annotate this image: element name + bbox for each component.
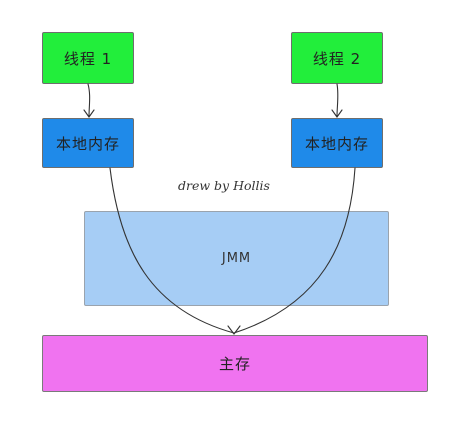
- thread-2-label: 线程 2: [312, 49, 362, 68]
- arrowhead-main: [227, 325, 241, 335]
- local-memory-2-label: 本地内存: [304, 134, 369, 153]
- main-memory-label: 主存: [218, 355, 251, 373]
- credit-text: drew by Hollis: [178, 178, 270, 193]
- local-memory-1-box: 本地内存: [42, 118, 134, 168]
- local-memory-1-label: 本地内存: [55, 134, 120, 153]
- thread-1-box: 线程 1: [42, 32, 134, 84]
- thread-1-label: 线程 1: [63, 49, 113, 68]
- arrow-thread-1-to-local-1: [87, 83, 91, 118]
- arrow-thread-2-to-local-2: [336, 83, 339, 118]
- jmm-label: JMM: [221, 251, 252, 266]
- arrowhead-local-2: [331, 109, 343, 118]
- local-memory-2-box: 本地内存: [291, 118, 383, 168]
- main-memory-box: 主存: [42, 335, 428, 392]
- arrowhead-local-1: [83, 109, 95, 118]
- jmm-box: JMM: [84, 211, 389, 306]
- thread-2-box: 线程 2: [291, 32, 383, 84]
